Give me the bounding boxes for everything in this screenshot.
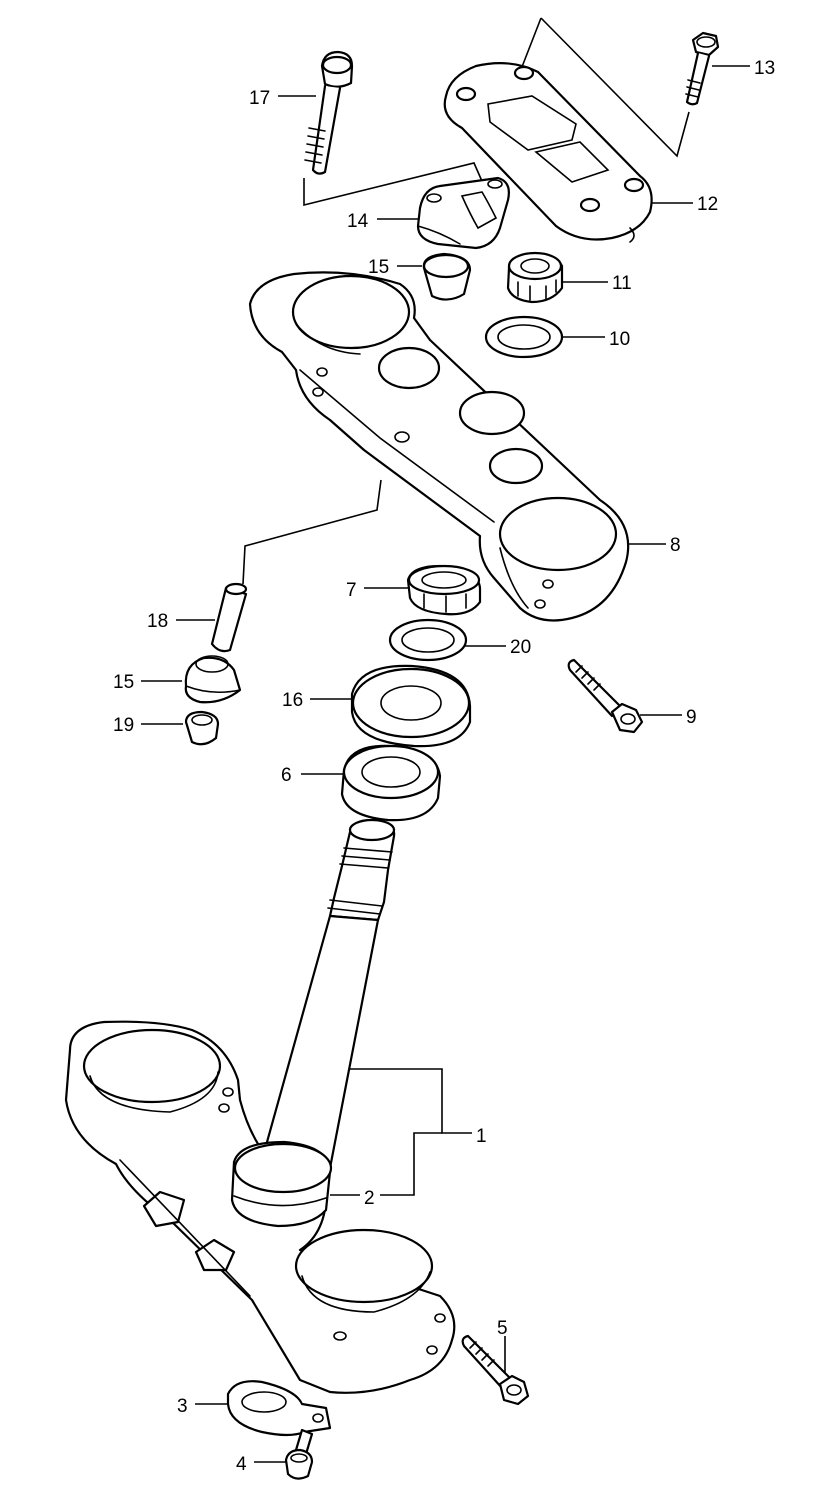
washer-20 [388,618,468,662]
callout-12: 12 [697,194,718,215]
callout-19: 19 [113,715,134,736]
callout-7: 7 [346,580,357,601]
bolt-5 [461,1334,530,1406]
callout-13: 13 [754,58,775,79]
washer-10 [484,315,564,359]
castle-nut-11 [506,251,564,304]
lower-clamp-14 [416,176,510,250]
dust-seal-16 [350,664,472,748]
callout-14: 14 [347,211,369,232]
callout-16: 16 [282,690,303,711]
callout-10: 10 [609,329,630,350]
steering-stem-1 [64,818,456,1394]
bolt-13 [685,31,720,106]
callout-4: 4 [236,1454,247,1475]
callout-15b: 15 [113,672,134,693]
bearing-6 [340,744,442,822]
callout-18: 18 [147,611,168,632]
bolt-17 [304,50,354,175]
bolt-9 [567,658,644,734]
callout-6: 6 [281,765,292,786]
handlebar-clamp-12 [443,62,653,243]
leader-lines [141,17,750,1463]
callout-3: 3 [177,1396,188,1417]
callout-8: 8 [670,535,681,556]
bushing-15-bottom [184,655,242,704]
pin-18 [210,582,248,653]
nut-19 [184,710,220,746]
screw-4 [284,1428,314,1480]
castle-nut-7 [406,564,482,616]
callout-2: 2 [364,1188,375,1209]
upper-triple-clamp-8 [248,271,630,622]
callout-5: 5 [497,1318,508,1339]
callout-1: 1 [476,1126,487,1147]
callout-17: 17 [249,88,270,109]
bushing-15-top [422,252,472,301]
cable-guide-3 [226,1380,332,1437]
callout-11: 11 [612,273,632,294]
callout-9: 9 [686,707,697,728]
callout-15a: 15 [368,257,389,278]
callout-20: 20 [510,637,531,658]
